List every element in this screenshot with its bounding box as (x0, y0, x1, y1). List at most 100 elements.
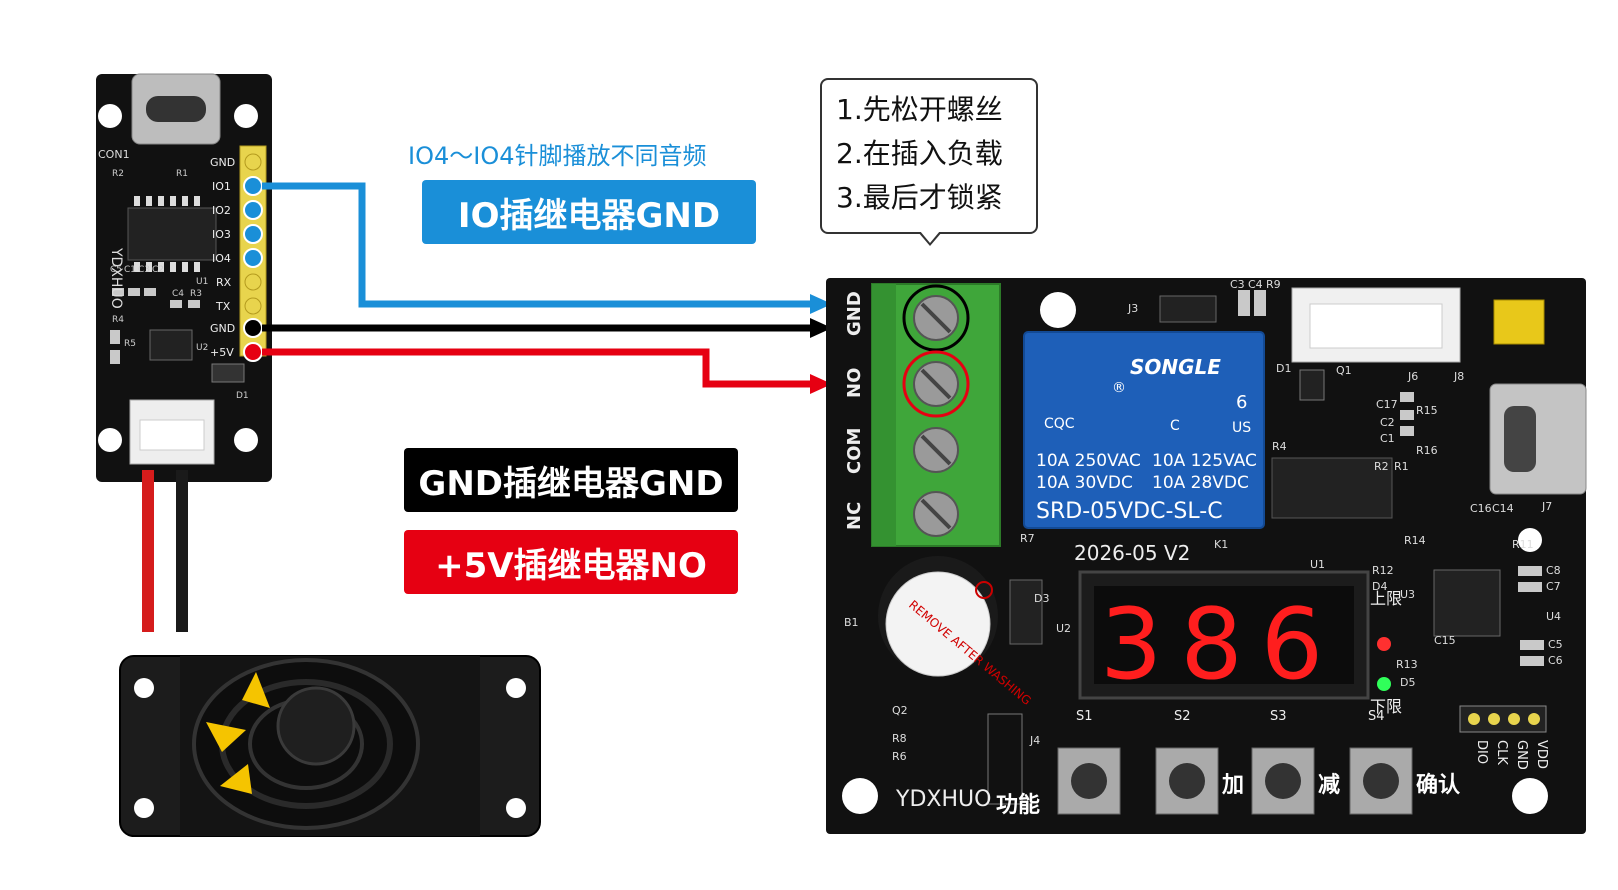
pin-marker-io1 (244, 177, 262, 195)
pin-label-io1: IO1 (212, 180, 231, 193)
silk-r6: R6 (892, 750, 907, 763)
pin-marker-gnd2 (244, 319, 262, 337)
silk-j6: J6 (1407, 370, 1418, 383)
relay-mark-registered: ® (1112, 380, 1126, 396)
terminal-label-com: COM (844, 428, 865, 474)
silk-r11: R11 (1512, 538, 1534, 551)
relay-rating-4: 10A 28VDC (1152, 473, 1249, 493)
relay-mark-us: US (1232, 420, 1251, 436)
pin-label-5v: +5V (210, 346, 234, 359)
silk-c4: C4 (172, 289, 184, 299)
relay-mark-6: 6 (1236, 392, 1247, 413)
silk-d3: D3 (1034, 592, 1049, 605)
mcu-chip (1434, 570, 1500, 636)
callout-step-3: 3.最后才锁紧 (836, 176, 1022, 220)
wire-5v-to-no (262, 352, 810, 384)
display-value: 386 (1100, 588, 1341, 702)
mount-hole (234, 428, 258, 452)
silk-q1: Q1 (1336, 364, 1352, 377)
diode-j3 (1160, 296, 1216, 322)
relay-model: SRD-05VDC-SL-C (1036, 499, 1223, 524)
silk-c17: C17 (1376, 398, 1398, 411)
silk-r15: R15 (1416, 404, 1438, 417)
button-s3-id: S3 (1270, 709, 1287, 724)
diode-d3 (1010, 580, 1042, 644)
board-version: 2026-05 V2 (1074, 541, 1190, 565)
silk-c5: C5 (110, 265, 122, 275)
relay-brand: SONGLE (1130, 355, 1221, 379)
silk-u3: U3 (1400, 588, 1415, 601)
silk-d5: D5 (1400, 676, 1415, 689)
silk-r12: R12 (1372, 564, 1394, 577)
silk-r7: R7 (1020, 532, 1035, 545)
pin-marker-io4 (244, 249, 262, 267)
silk-c2: C2 (1380, 416, 1395, 429)
silk-j8: J8 (1453, 370, 1464, 383)
button-s2-label: 加 (1221, 773, 1244, 798)
silk-c6: C6 (1548, 654, 1563, 667)
io-to-gnd-label: IO插继电器GND (422, 180, 756, 244)
pin-marker-gnd (245, 154, 261, 170)
pin-marker-rx (245, 274, 261, 290)
mount-hole (1040, 292, 1076, 328)
silk-c14: C14 (1492, 502, 1514, 515)
button-s4-id: S4 (1368, 709, 1385, 724)
pin-label-io2: IO2 (212, 204, 231, 217)
silk-r2: R2 (112, 169, 124, 179)
pin-label-tx: TX (215, 300, 231, 313)
mount-hole (842, 778, 878, 814)
connector-j4 (988, 714, 1022, 804)
silk-c8: C8 (1546, 564, 1561, 577)
button-s3-label: 减 (1318, 772, 1340, 798)
silk-u4: U4 (1546, 610, 1561, 623)
silk-r14: R14 (1404, 534, 1426, 547)
pin-marker-5v (244, 343, 262, 361)
mount-hole (98, 428, 122, 452)
silk-u1: U1 (196, 277, 208, 287)
pin-marker-io2 (244, 201, 262, 219)
silk-d1: D1 (1276, 362, 1291, 375)
terminal-block (872, 284, 1000, 546)
silk-c1: C1 (1380, 432, 1395, 445)
silk-r1: R1 (176, 169, 188, 179)
led-lower (1377, 677, 1391, 691)
silk-c16: C16 (1470, 502, 1492, 515)
silk-r4: R4 (112, 315, 124, 325)
silk-u2: U2 (196, 343, 208, 353)
relay-mark-c: C (1170, 418, 1180, 434)
silk-r5: R5 (124, 339, 136, 349)
pin-label-io4: IO4 (212, 252, 231, 265)
v5-to-no-label: +5V插继电器NO (404, 530, 738, 594)
terminal-label-nc: NC (844, 502, 865, 530)
silk-r16: R16 (1416, 444, 1438, 457)
audio-chip (128, 208, 216, 260)
silk-q2: Q2 (892, 704, 908, 717)
silk-c3: C3 (1230, 278, 1245, 291)
board-brand: YDXHUO (895, 787, 991, 812)
callout-step-2: 2.在插入负载 (836, 132, 1022, 176)
callout-pointer-fill (920, 231, 940, 243)
mount-hole (234, 104, 258, 128)
button-s1-id: S1 (1076, 709, 1093, 724)
silk-c2: C2 (152, 265, 164, 275)
pin-label-gnd2: GND (210, 322, 235, 335)
silk-d1: D1 (236, 391, 249, 401)
silk-c5: C5 (1548, 638, 1563, 651)
silk-r9: R9 (1266, 278, 1281, 291)
button-s1-label: 功能 (996, 792, 1040, 818)
silk-u1: U1 (1310, 558, 1325, 571)
silk-b1: B1 (844, 616, 859, 629)
callout-step-1: 1.先松开螺丝 (836, 88, 1022, 132)
silk-c15: C15 (1434, 634, 1456, 647)
silk-r1: R1 (1394, 460, 1409, 473)
silk-d4: D4 (1372, 580, 1387, 593)
button-s4-label: 确认 (1416, 772, 1460, 798)
speaker (120, 656, 540, 836)
silk-r4: R4 (1272, 440, 1287, 453)
silk-r2: R2 (1374, 460, 1389, 473)
silk-j3: J3 (1127, 302, 1138, 315)
silk-c4: C4 (1248, 278, 1263, 291)
header-pin-gnd: GND (1514, 740, 1529, 770)
